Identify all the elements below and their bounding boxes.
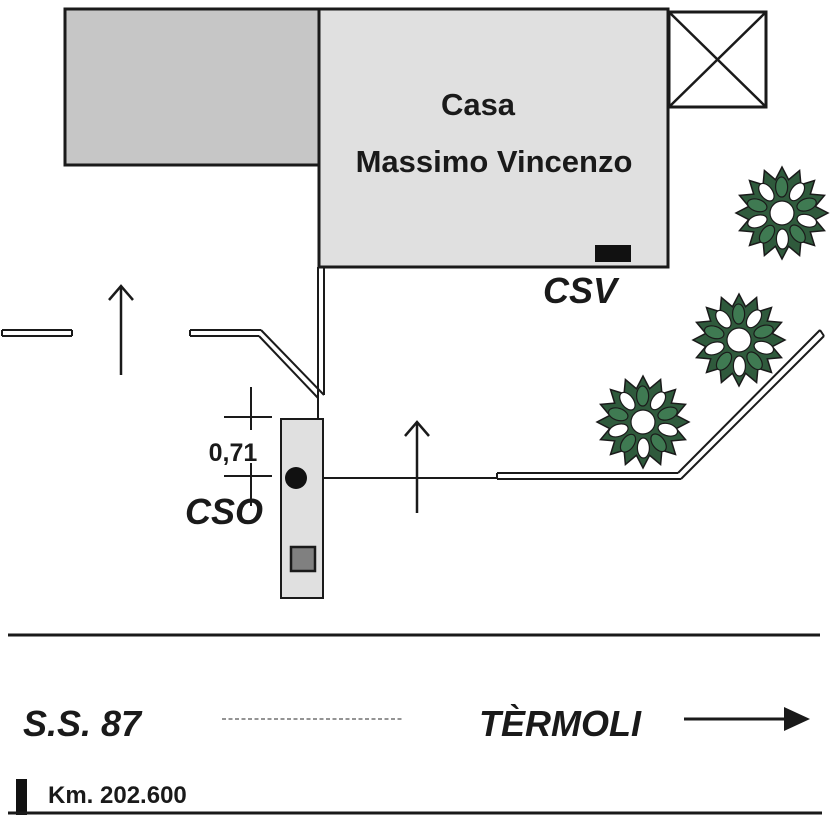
arrow-up-icon (404, 420, 430, 513)
crossed-box-icon (667, 10, 768, 109)
entrance-wall (317, 266, 497, 479)
cso-marker (285, 467, 307, 489)
road-direction: TÈRMOLI (479, 703, 642, 744)
shrub-icon (691, 292, 787, 388)
right-fence (496, 329, 825, 480)
left-fence (1, 329, 325, 399)
house-title-line1: Casa (441, 87, 516, 122)
arrow-up-icon (108, 284, 134, 375)
meter-box-icon (289, 545, 317, 573)
csv-marker (595, 245, 631, 262)
shrub-icon (734, 165, 830, 261)
road-name: S.S. 87 (23, 703, 143, 744)
cso-label: CSO (185, 491, 263, 532)
csv-label: CSV (543, 270, 620, 311)
arrow-right-icon (684, 707, 810, 731)
km-label: Km. 202.600 (48, 782, 187, 809)
km-post (16, 779, 27, 815)
shrubs (595, 165, 830, 470)
measure-label: 0,71 (209, 439, 258, 467)
measurement-marks (224, 387, 272, 506)
annex-building (63, 7, 322, 167)
house-title-line2: Massimo Vincenzo (356, 144, 633, 179)
house-building (317, 7, 670, 269)
shrub-icon (595, 374, 691, 470)
